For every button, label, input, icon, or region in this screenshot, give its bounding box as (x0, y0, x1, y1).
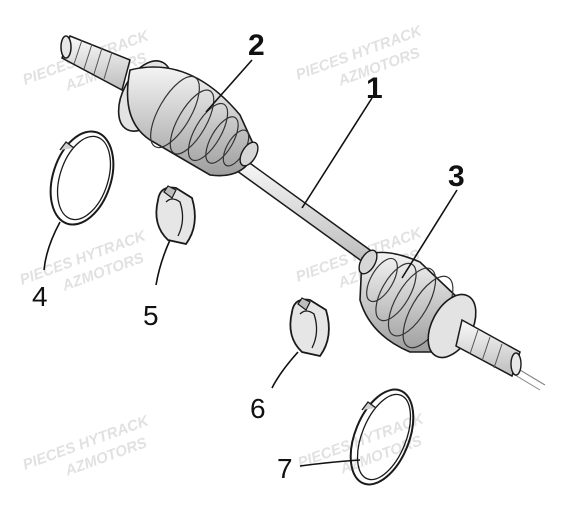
leader-lines (43, 59, 458, 467)
leader-2 (205, 59, 253, 113)
callout-2: 2 (248, 29, 265, 62)
callout-3: 3 (448, 160, 465, 193)
outer-cv-boot (358, 249, 522, 378)
leader-1 (301, 97, 373, 209)
small-clamp-5 (155, 185, 196, 246)
small-clamp-6 (289, 297, 330, 358)
leader-7 (299, 459, 361, 467)
watermark-5: PIECES HYTRACK AZMOTORS (21, 412, 152, 480)
leader-4 (43, 221, 61, 271)
large-clamp-7 (349, 388, 415, 486)
leader-3 (401, 189, 458, 279)
callout-4: 4 (32, 281, 48, 312)
inner-spline-stub (60, 35, 131, 92)
callout-6: 6 (250, 393, 266, 424)
large-clamp-4 (49, 130, 115, 226)
watermark-2: PIECES HYTRACK AZMOTORS (294, 22, 425, 90)
leader-6 (271, 351, 299, 389)
callout-1: 1 (366, 72, 383, 105)
callout-7: 7 (277, 453, 293, 484)
leader-5 (155, 239, 171, 286)
inner-cv-boot (117, 60, 259, 177)
callout-5: 5 (143, 300, 159, 331)
